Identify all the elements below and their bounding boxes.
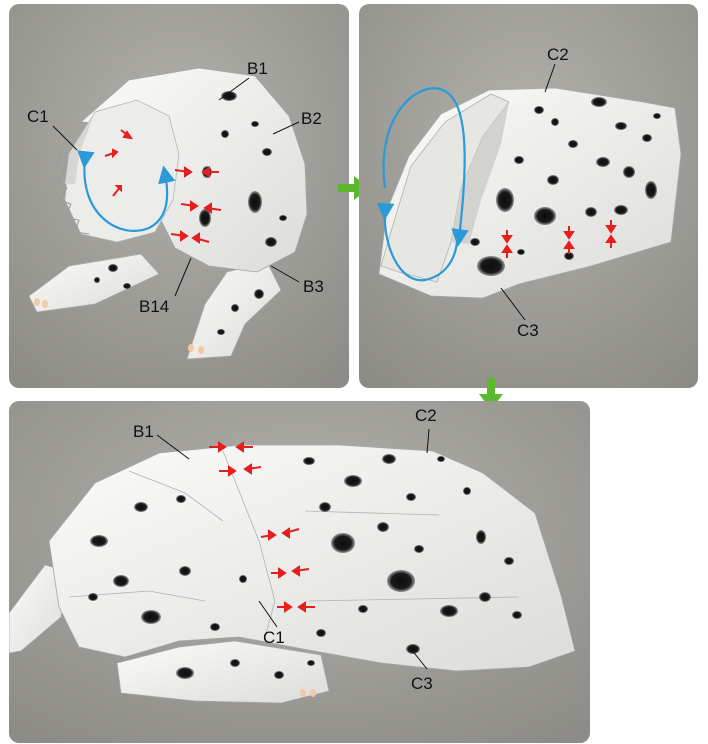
step3-photo: B1 C2 C1 C3 (9, 401, 590, 743)
label-c1: C1 (263, 628, 285, 647)
label-b1: B1 (133, 422, 154, 441)
label-c2: C2 (547, 45, 569, 64)
step2-photo-panel: C2 C3 (359, 4, 698, 388)
step3-photo-panel: B1 C2 C1 C3 (9, 401, 590, 743)
label-c3: C3 (411, 674, 433, 693)
label-c3: C3 (517, 321, 539, 340)
label-b1: B1 (247, 59, 268, 78)
label-c2: C2 (415, 406, 437, 425)
step2-photo: C2 C3 (359, 4, 698, 388)
label-b14: B14 (139, 297, 169, 316)
label-c1: C1 (27, 107, 49, 126)
label-b2: B2 (301, 109, 322, 128)
step1-photo-panel: B1 B2 C1 B3 B14 (9, 4, 349, 388)
label-b3: B3 (303, 277, 324, 296)
step1-photo: B1 B2 C1 B3 B14 (9, 4, 349, 388)
